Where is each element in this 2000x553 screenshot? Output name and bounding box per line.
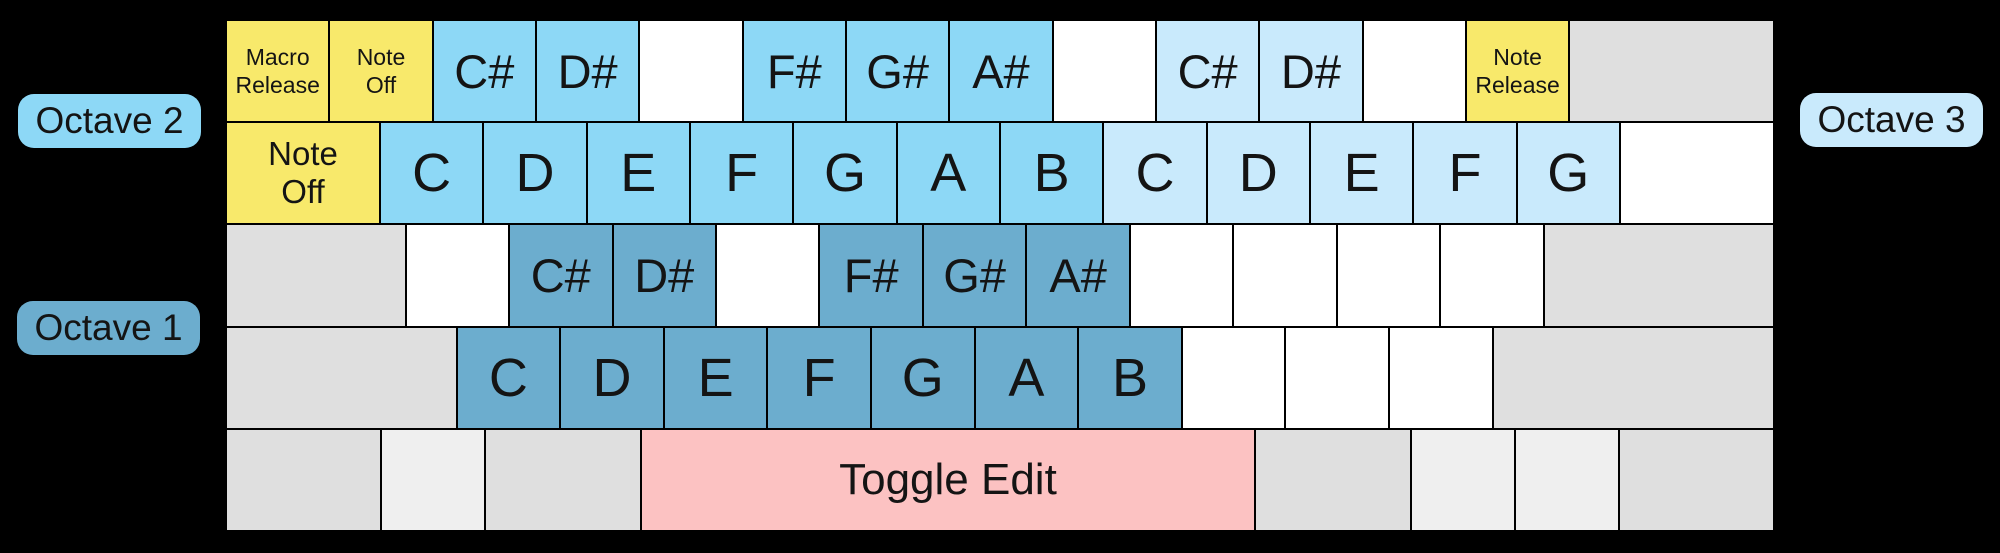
key-slash-blank <box>1388 326 1493 429</box>
octave-3-label: Octave 3 <box>1800 93 1983 147</box>
key-y-a-oct2: A <box>896 122 1000 225</box>
key-8-blank <box>1052 20 1156 123</box>
key-capslock <box>226 224 406 327</box>
key-lbracket-f-oct3: F <box>1413 122 1517 225</box>
key-7-asharp-oct2: A# <box>949 20 1053 123</box>
key-2-csharp-oct2: C# <box>432 20 536 123</box>
key-b-g-oct1: G <box>870 326 975 429</box>
key-equals-note-release: Note Release <box>1465 20 1570 123</box>
key-a-blank <box>405 224 510 327</box>
key-rctrl <box>1618 428 1775 532</box>
row-home: C#D# F#G#A# <box>226 224 1775 327</box>
key-z-c-oct1: C <box>456 326 561 429</box>
key-u-b-oct2: B <box>999 122 1104 225</box>
key-ralt <box>1255 428 1411 532</box>
key-n-a-oct1: A <box>974 326 1079 429</box>
key-backtick-macro-release: Macro Release <box>226 20 330 123</box>
key-t-g-oct2: G <box>793 122 897 225</box>
key-semicolon-blank <box>1336 224 1441 327</box>
key-r-f-oct2: F <box>689 122 794 225</box>
key-q-c-oct2: C <box>380 122 484 225</box>
key-c-e-oct1: E <box>663 326 768 429</box>
key-k-blank <box>1129 224 1234 327</box>
key-period-blank <box>1285 326 1389 429</box>
key-lshift <box>226 326 457 429</box>
key-comma-blank <box>1181 326 1286 429</box>
key-9-csharp-oct3: C# <box>1155 20 1260 123</box>
key-j-asharp-oct1: A# <box>1026 224 1130 327</box>
key-o-d-oct3: D <box>1206 122 1310 225</box>
key-backspace <box>1569 20 1774 123</box>
key-1-note-off: Note Off <box>329 20 433 123</box>
key-5-fsharp-oct2: F# <box>742 20 846 123</box>
key-s-csharp-oct1: C# <box>509 224 613 327</box>
key-enter <box>1543 224 1775 327</box>
key-tab-note-off: Note Off <box>226 122 380 225</box>
key-x-d-oct1: D <box>560 326 664 429</box>
key-rshift <box>1492 326 1774 429</box>
octave-1-label: Octave 1 <box>17 301 200 355</box>
key-v-f-oct1: F <box>767 326 871 429</box>
key-backslash-blank <box>1619 122 1774 225</box>
key-e-e-oct2: E <box>586 122 690 225</box>
key-rbracket-g-oct3: G <box>1516 122 1620 225</box>
key-h-gsharp-oct1: G# <box>922 224 1027 327</box>
key-lalt <box>485 428 641 532</box>
key-quote-blank <box>1440 224 1544 327</box>
key-lsuper <box>381 428 486 532</box>
key-3-dsharp-oct2: D# <box>535 20 640 123</box>
key-g-fsharp-oct1: F# <box>819 224 923 327</box>
key-i-c-oct3: C <box>1103 122 1207 225</box>
key-0-dsharp-oct3: D# <box>1259 20 1363 123</box>
octave-2-label: Octave 2 <box>18 94 201 148</box>
key-menu <box>1514 428 1619 532</box>
key-6-gsharp-oct2: G# <box>845 20 950 123</box>
key-f-blank <box>715 224 820 327</box>
key-d-dsharp-oct1: D# <box>612 224 716 327</box>
key-4-blank <box>639 20 743 123</box>
key-m-b-oct1: B <box>1078 326 1182 429</box>
key-minus-blank <box>1362 20 1466 123</box>
key-p-e-oct3: E <box>1309 122 1414 225</box>
key-space-toggle-edit: Toggle Edit <box>640 428 1256 532</box>
row-bottom: Toggle Edit <box>226 428 1775 532</box>
key-rsuper <box>1410 428 1515 532</box>
key-l-blank <box>1233 224 1337 327</box>
key-lctrl <box>226 428 382 532</box>
key-w-d-oct2: D <box>483 122 587 225</box>
